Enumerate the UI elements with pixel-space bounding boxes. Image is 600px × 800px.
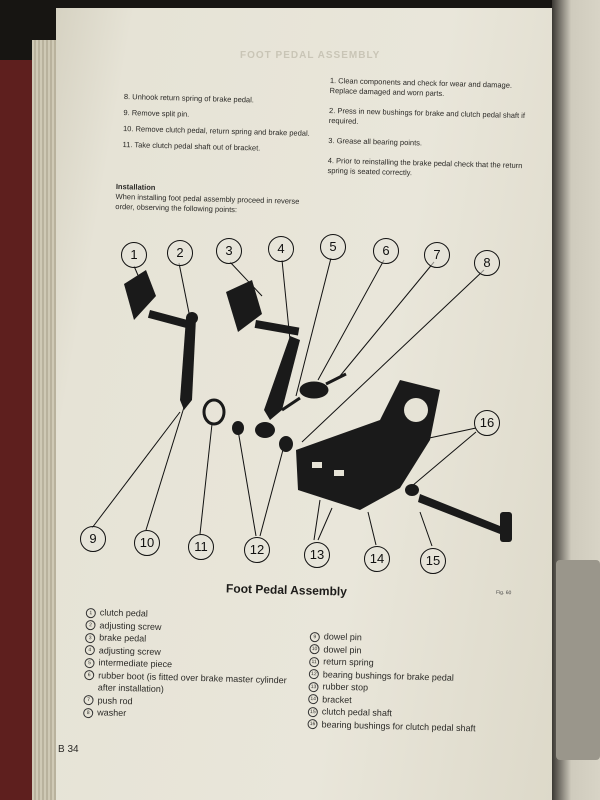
callout-5: 5 [320,234,346,260]
legend-num: 1 [85,607,96,618]
legend-num: 10 [309,644,320,655]
legend-text: adjusting screw [98,644,161,657]
legend-num: 3 [85,632,96,643]
facing-page-photo [556,560,600,760]
callout-4: 4 [268,236,294,262]
legend-text: adjusting screw [99,619,162,632]
legend-text: dowel pin [323,631,362,643]
legend-text: washer [97,707,127,719]
legend-text: clutch pedal [99,607,148,619]
legend-text: return spring [323,656,374,668]
legend-text: brake pedal [99,632,147,644]
legend-num: 7 [83,695,94,706]
callout-14: 14 [364,546,390,572]
callout-8: 8 [474,250,500,276]
callout-13: 13 [304,542,330,568]
legend-num: 2 [85,620,96,631]
callout-3: 3 [216,238,242,264]
callout-10: 10 [134,530,160,556]
callout-6: 6 [373,238,399,264]
bushings-brake [232,421,293,452]
callout-15: 15 [420,548,446,574]
callout-11: 11 [188,534,214,560]
legend-text: bracket [322,693,352,705]
legend-num: 9 [309,631,320,642]
callout-16: 16 [474,410,500,436]
callout-7: 7 [424,242,450,268]
legend-text: dowel pin [323,643,362,655]
callout-1: 1 [121,242,147,268]
legend-num: 5 [84,657,95,668]
legend-num: 16 [307,719,318,730]
clutch-shaft-part [418,494,512,542]
legend-text: push rod [97,694,133,706]
legend-text: rubber stop [322,681,369,693]
legend-num: 8 [83,707,94,718]
legend-num: 4 [84,645,95,656]
legend-text: after installation) [97,682,165,695]
legend-num: 6 [84,670,95,681]
legend-num: 14 [308,694,319,705]
legend-num: 15 [307,706,318,717]
page-number: B 34 [58,744,79,755]
section-title: FOOT PEDAL ASSEMBLY [240,50,381,61]
legend-text: intermediate piece [98,657,173,670]
brake-pedal-part [226,280,300,438]
legend-num: 13 [308,681,319,692]
bracket-part [296,380,440,510]
figure-number: Fig. 60 [495,589,512,597]
callout-2: 2 [167,240,193,266]
manual-page [56,8,572,800]
callout-12: 12 [244,537,270,563]
push-rod-part [281,372,347,412]
return-spring-part [202,398,226,426]
legend-text: clutch pedal shaft [321,706,393,719]
clutch-pedal-part [124,270,198,410]
callout-9: 9 [80,526,106,552]
legend-num: 11 [309,656,320,667]
legend-num: 12 [308,669,319,680]
legend-text: bearing bushings for clutch pedal shaft [321,718,476,733]
leader-lines [91,257,485,547]
